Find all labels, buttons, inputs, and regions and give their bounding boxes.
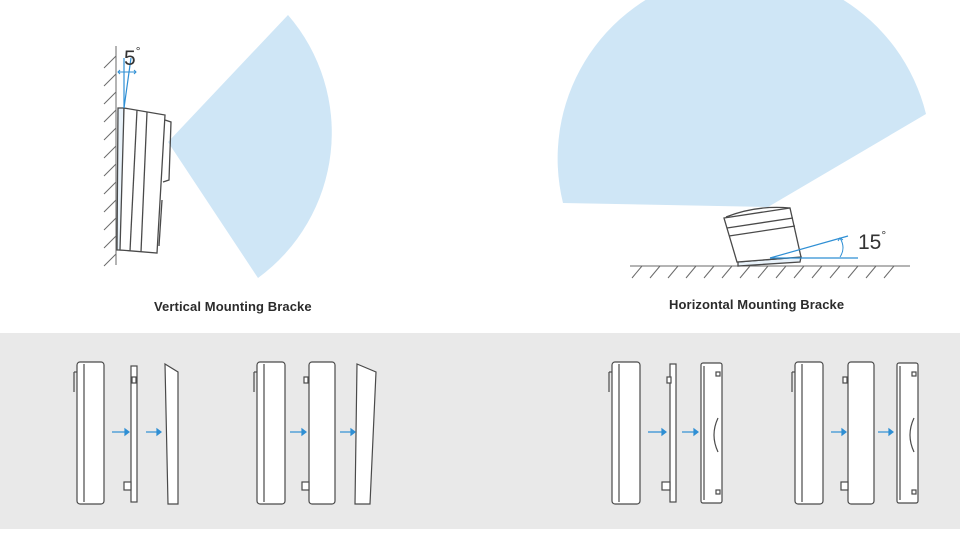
vertical-angle-unit: ° — [135, 44, 141, 58]
arrow-right-icon — [682, 427, 699, 437]
vertical-mount-illustration — [103, 15, 332, 278]
arrow-right-icon — [146, 427, 162, 437]
assembly-sequence-1 — [73, 361, 179, 505]
arrow-right-icon — [648, 427, 667, 437]
assembly-sequence-4 — [791, 361, 919, 505]
arrow-right-icon — [878, 427, 894, 437]
vertical-mount-caption: Vertical Mounting Bracke — [154, 299, 312, 314]
device-side-view — [794, 361, 824, 505]
wedge-bracket-piece — [354, 363, 377, 505]
arrow-right-icon — [112, 427, 130, 437]
assembly-sequence-3 — [608, 361, 723, 505]
horizontal-mount-caption: Horizontal Mounting Bracke — [669, 297, 845, 312]
angle-bracket-piece — [896, 362, 919, 504]
device-side-view — [256, 361, 286, 505]
horizontal-doorbell-device — [723, 206, 802, 267]
vertical-angle-label: 5° — [124, 44, 141, 71]
horizontal-angle-label: 15° — [858, 228, 887, 255]
vertical-doorbell-device — [116, 107, 172, 254]
assembly-sequence-2 — [253, 361, 377, 505]
device-side-view — [76, 361, 105, 505]
vertical-angle-value: 5 — [124, 47, 136, 70]
mount-plate-with-body — [308, 361, 336, 505]
horizontal-angle-value: 15 — [858, 231, 882, 254]
device-side-view — [611, 361, 641, 505]
horizontal-mount-illustration — [557, 0, 926, 279]
arrow-right-icon — [340, 427, 356, 437]
angle-bracket-piece — [700, 362, 723, 504]
horizontal-view-cone — [557, 0, 926, 207]
doorbell-body-tilted — [723, 207, 802, 263]
assembly-arrows — [112, 427, 894, 437]
horizontal-angle-unit: ° — [881, 228, 887, 242]
mount-plate — [669, 363, 677, 503]
vertical-angle-marker — [117, 57, 137, 109]
horizontal-angle-marker — [769, 235, 858, 259]
wedge-bracket-piece — [164, 362, 179, 505]
arrow-right-icon — [290, 427, 307, 437]
ground-hatching — [630, 265, 910, 279]
bottom-assembly-sequences — [73, 361, 919, 505]
arrow-right-icon — [831, 427, 847, 437]
wall-hatching — [103, 46, 117, 267]
mount-plate-with-body — [847, 361, 875, 505]
mount-plate — [130, 365, 138, 503]
vertical-view-cone — [168, 15, 332, 278]
